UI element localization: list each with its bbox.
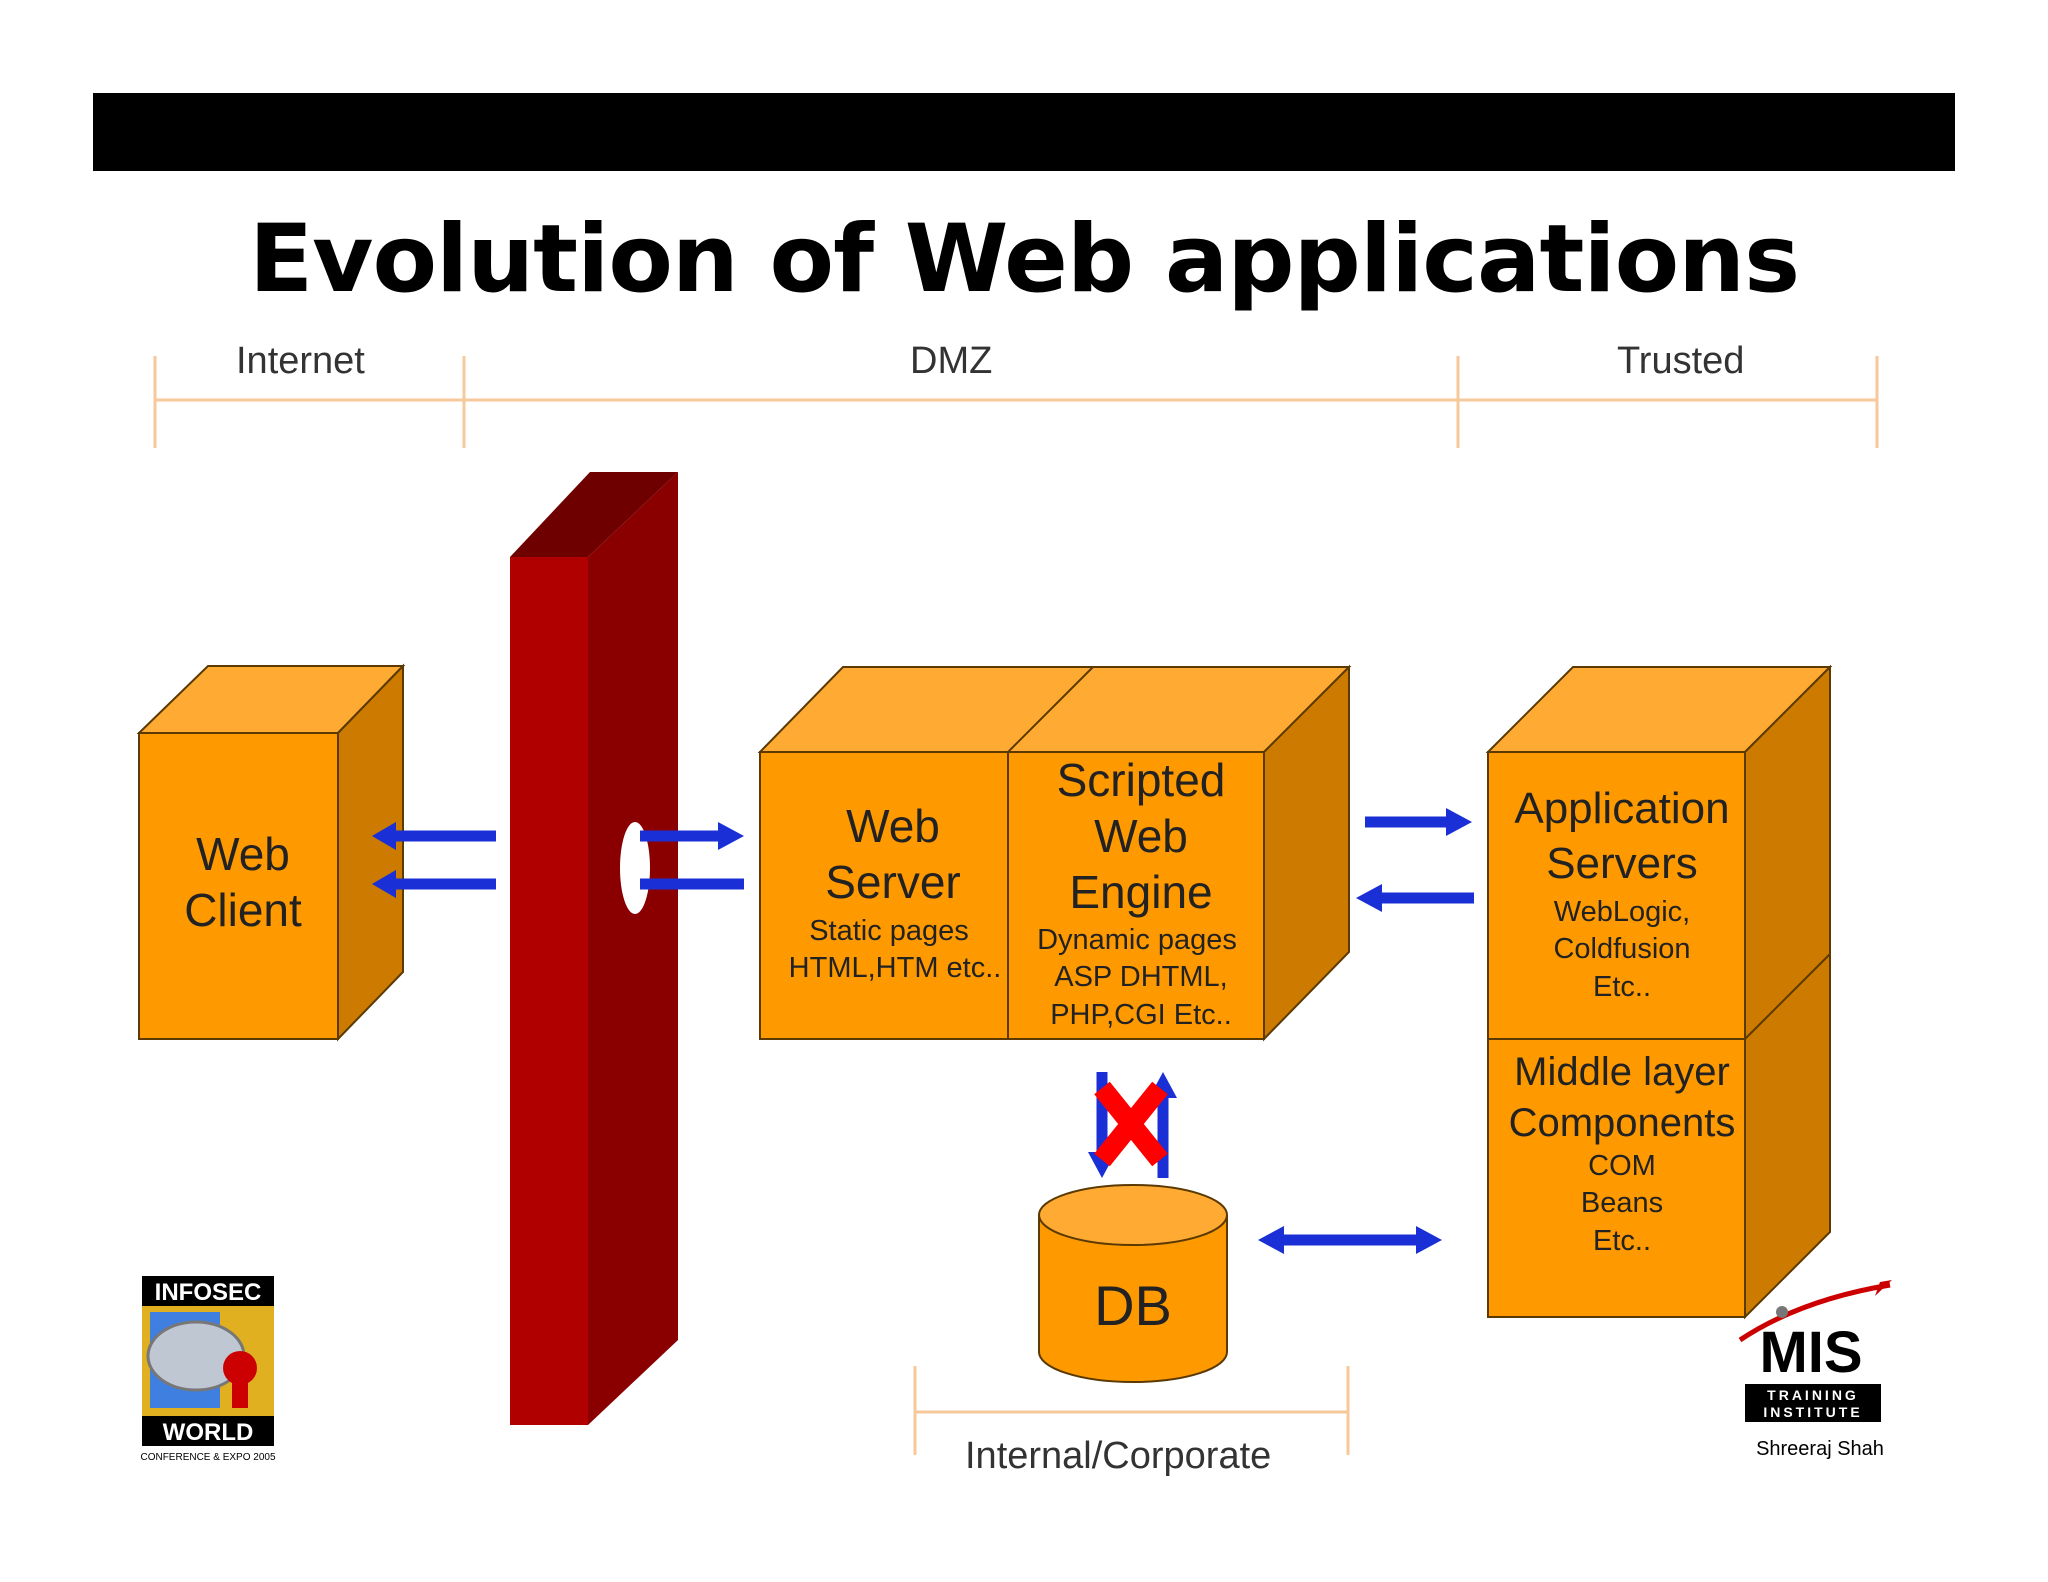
infosec-logo-top-text: INFOSEC bbox=[155, 1279, 262, 1306]
zone-brackets bbox=[153, 356, 1879, 1455]
mis-logo-text: MIS bbox=[1759, 1320, 1862, 1385]
scripted-engine-detail-2: ASP DHTML, bbox=[1054, 961, 1228, 993]
header-bar bbox=[93, 93, 1955, 171]
mis-logo-sub1: TRAINING bbox=[1767, 1387, 1859, 1403]
db-label: DB bbox=[1094, 1274, 1172, 1337]
mis-training-logo: MIS TRAINING INSTITUTE Shreeraj Shah bbox=[1738, 1280, 1892, 1460]
db-cylinder: DB bbox=[1038, 1184, 1228, 1383]
zone-label-trusted: Trusted bbox=[1617, 340, 1745, 382]
flow-arrows bbox=[372, 808, 1474, 1254]
blocked-x-icon bbox=[1094, 1081, 1168, 1167]
infosec-logo-subtext: CONFERENCE & EXPO 2005 bbox=[140, 1452, 275, 1463]
web-server-title-1: Web bbox=[846, 800, 940, 852]
scripted-engine-title-3: Engine bbox=[1069, 866, 1212, 918]
web-server-title-2: Server bbox=[825, 856, 960, 908]
slide-title: Evolution of Web applications bbox=[248, 205, 1800, 314]
infosec-world-logo: INFOSEC WORLD CONFERENCE & EXPO 2005 bbox=[140, 1276, 276, 1463]
app-servers-detail-2: Coldfusion bbox=[1553, 933, 1690, 965]
app-servers-title-1: Application bbox=[1514, 784, 1729, 833]
app-servers-title-2: Servers bbox=[1546, 839, 1698, 888]
web-server-detail-2: HTML,HTM etc.. bbox=[789, 952, 1002, 984]
scripted-engine-detail-3: PHP,CGI Etc.. bbox=[1050, 999, 1232, 1031]
web-client-label-2: Client bbox=[184, 884, 302, 936]
web-server-detail-1: Static pages bbox=[809, 915, 969, 947]
app-server-stack: Application Servers WebLogic, Coldfusion… bbox=[1485, 664, 1833, 1320]
infosec-logo-bottom-text: WORLD bbox=[163, 1419, 254, 1446]
middle-layer-title-2: Components bbox=[1509, 1101, 1736, 1145]
zone-label-internet: Internet bbox=[236, 340, 365, 382]
middle-layer-detail-1: COM bbox=[1588, 1150, 1656, 1182]
scripted-engine-detail-1: Dynamic pages bbox=[1037, 924, 1237, 956]
zone-label-dmz: DMZ bbox=[910, 340, 993, 382]
web-client-box: Web Client bbox=[136, 663, 406, 1042]
scripted-engine-title-1: Scripted bbox=[1057, 754, 1226, 806]
app-servers-detail-1: WebLogic, bbox=[1554, 896, 1691, 928]
web-client-label-1: Web bbox=[196, 828, 290, 880]
firewall bbox=[510, 472, 678, 1425]
middle-layer-title-1: Middle layer bbox=[1514, 1050, 1730, 1094]
web-server-engine-box: Web Server Static pages HTML,HTM etc.. S… bbox=[757, 664, 1352, 1042]
middle-layer-detail-2: Beans bbox=[1581, 1187, 1663, 1219]
firewall-port-hole bbox=[620, 822, 650, 914]
scripted-engine-title-2: Web bbox=[1094, 810, 1188, 862]
mis-logo-sub2: INSTITUTE bbox=[1763, 1404, 1862, 1420]
middle-layer-detail-3: Etc.. bbox=[1593, 1225, 1651, 1257]
author-name: Shreeraj Shah bbox=[1756, 1438, 1884, 1460]
app-servers-detail-3: Etc.. bbox=[1593, 971, 1651, 1003]
zone-label-internal: Internal/Corporate bbox=[965, 1435, 1272, 1477]
